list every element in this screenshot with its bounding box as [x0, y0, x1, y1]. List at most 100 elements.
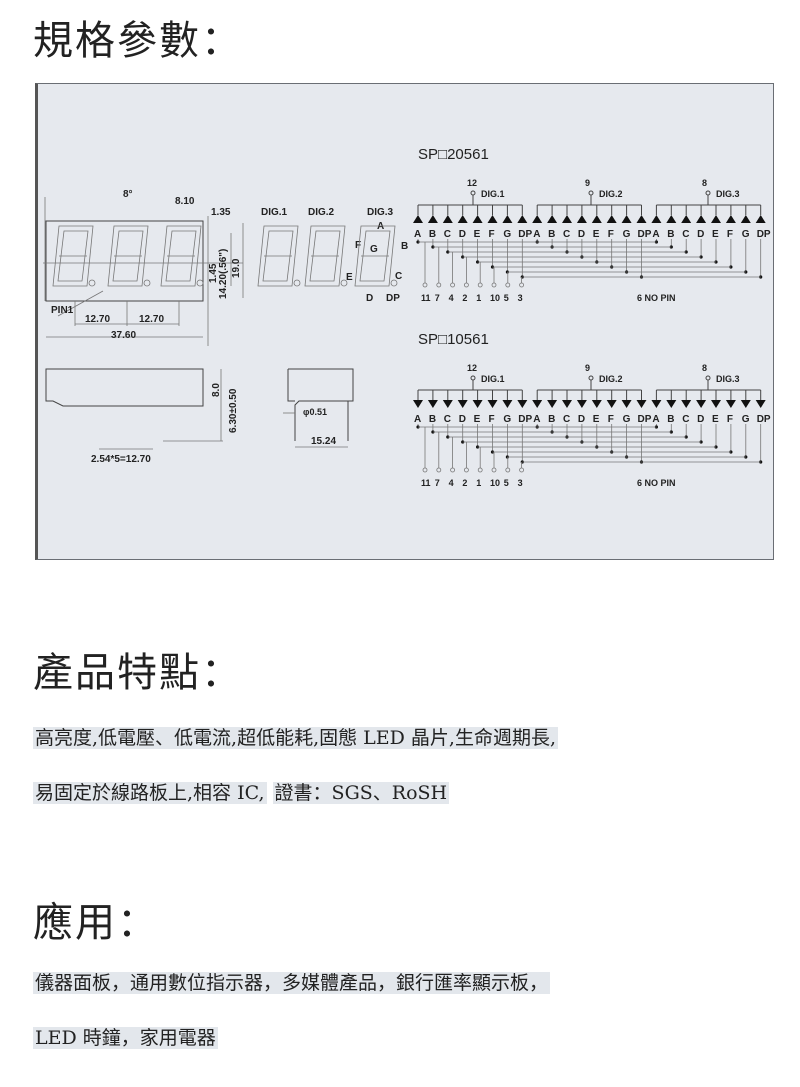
segment-label: C	[444, 229, 451, 240]
led-diode-icon	[442, 215, 453, 223]
pin-number: 7	[435, 478, 440, 488]
led-diode-icon	[413, 215, 423, 223]
segment-label: C	[444, 414, 451, 425]
display-outline	[45, 220, 204, 302]
dig2-label: DIG.2	[308, 207, 335, 218]
decimal-point	[143, 279, 151, 287]
led-diode-icon	[681, 215, 692, 223]
segment-label: G	[742, 414, 750, 425]
features-title: 產品特點：	[33, 650, 243, 696]
applications-title: 應用：	[33, 900, 159, 946]
common-pin-label: 12	[467, 178, 477, 188]
led-diode-icon	[740, 400, 751, 408]
segment-label: A	[533, 414, 540, 425]
segment-label: D	[578, 229, 585, 240]
led-diode-icon	[606, 400, 617, 408]
pitch1-label: 12.70	[85, 314, 110, 325]
schematic-title: SP□10561	[418, 331, 489, 348]
led-diode-icon	[740, 215, 751, 223]
svg-text:B: B	[401, 241, 408, 252]
pin-number: 5	[504, 293, 509, 303]
segment-label: F	[608, 229, 614, 240]
digit-outline	[160, 225, 202, 287]
led-diode-icon	[636, 400, 647, 408]
digit-label: DIG.3	[716, 374, 740, 384]
led-diode-icon	[562, 400, 572, 408]
led-diode-icon	[472, 215, 483, 223]
common-pin-label: 8	[702, 178, 707, 188]
pin-number: 10	[490, 478, 500, 488]
segment-label: G	[503, 229, 511, 240]
decimal-point	[88, 279, 96, 287]
gap-label: 1.35	[211, 207, 231, 218]
led-diode-icon	[725, 400, 736, 408]
svg-text:6.30±0.50: 6.30±0.50	[228, 388, 239, 433]
segment-label: F	[489, 229, 495, 240]
led-diode-icon	[666, 215, 677, 223]
led-diode-icon	[427, 215, 438, 223]
segment-label: C	[682, 229, 689, 240]
decimal-point	[196, 279, 204, 287]
led-diode-icon	[562, 215, 572, 223]
segment-label: D	[459, 414, 466, 425]
segment-label: A	[414, 414, 421, 425]
pin-number: 1	[476, 293, 481, 303]
led-diode-icon	[651, 215, 662, 223]
pin-number: 1	[476, 478, 481, 488]
svg-text:DP: DP	[386, 293, 400, 304]
applications-line-2: LED 時鐘，家用電器	[33, 1027, 218, 1049]
led-diode-icon	[725, 215, 736, 223]
segment-label: C	[563, 414, 570, 425]
led-diode-icon	[427, 400, 438, 408]
segment-label: G	[623, 229, 631, 240]
led-diode-icon	[487, 215, 498, 223]
svg-text:A: A	[377, 221, 384, 232]
segment-label: E	[593, 229, 600, 240]
led-diode-icon	[696, 215, 707, 223]
led-diode-icon	[517, 400, 528, 408]
svg-text:2.54*5=12.70: 2.54*5=12.70	[91, 454, 151, 465]
led-diode-icon	[457, 400, 468, 408]
svg-text:C: C	[395, 271, 402, 282]
segment-label: D	[697, 229, 704, 240]
digit-label: DIG.2	[599, 189, 623, 199]
led-diode-icon	[413, 400, 423, 408]
pin-number: 11	[421, 293, 431, 303]
led-diode-icon	[502, 215, 513, 223]
led-diode-icon	[576, 400, 587, 408]
led-diode-icon	[591, 215, 602, 223]
seg-label: 1.45	[208, 263, 219, 283]
svg-text:8.0: 8.0	[211, 383, 222, 397]
led-diode-icon	[487, 400, 498, 408]
pitch2-label: 12.70	[139, 314, 164, 325]
segment-label: E	[712, 414, 719, 425]
digit-label: DIG.1	[481, 374, 505, 384]
common-pin-label: 9	[585, 178, 590, 188]
pin-number: 7	[435, 293, 440, 303]
segment-label: F	[727, 229, 733, 240]
segment-label: E	[593, 414, 600, 425]
svg-text:E: E	[346, 272, 353, 283]
led-diode-icon	[606, 215, 617, 223]
led-diode-icon	[711, 215, 721, 223]
svg-text:D: D	[366, 293, 373, 304]
digit-outline	[354, 225, 396, 287]
dig3-label: DIG.3	[367, 207, 394, 218]
led-diode-icon	[532, 400, 543, 408]
dig1-label: DIG.1	[261, 207, 288, 218]
features-line-1: 高亮度,低電壓、低電流,超低能耗,固態 LED 晶片,生命週期長,	[33, 727, 558, 749]
segment-label: DP	[638, 229, 652, 240]
segment-label: B	[429, 229, 436, 240]
led-diode-icon	[711, 400, 721, 408]
end-view	[287, 368, 354, 441]
led-diode-icon	[651, 400, 662, 408]
led-diode-icon	[681, 400, 692, 408]
svg-text:F: F	[355, 240, 361, 251]
segment-label: DP	[757, 414, 771, 425]
led-diode-icon	[457, 215, 468, 223]
digit-outline	[107, 225, 149, 287]
segment-label: B	[548, 229, 555, 240]
segment-label: DP	[518, 229, 532, 240]
segment-label: B	[667, 229, 674, 240]
